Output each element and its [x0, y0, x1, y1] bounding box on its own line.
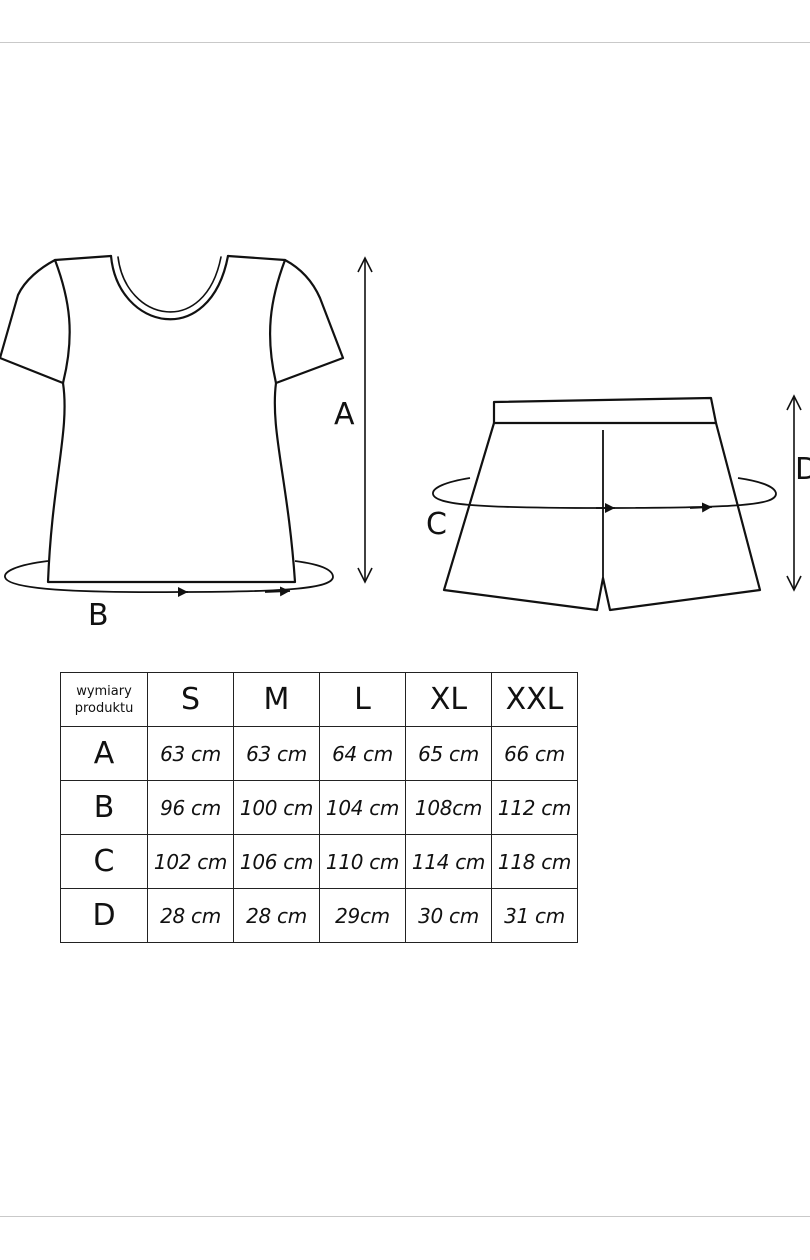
label-b: B — [88, 598, 109, 633]
tshirt-outline — [0, 254, 345, 584]
size-xl: XL — [405, 672, 492, 727]
cell-d-xl: 30 cm — [405, 888, 492, 943]
row-label-a: A — [60, 726, 148, 781]
cell-c-s: 102 cm — [147, 834, 234, 889]
row-label-c: C — [60, 834, 148, 889]
cell-a-l: 64 cm — [319, 726, 406, 781]
cell-b-xl: 108cm — [405, 780, 492, 835]
cell-a-xl: 65 cm — [405, 726, 492, 781]
shorts-waist-ellipse — [432, 477, 777, 513]
cell-b-xxl: 112 cm — [491, 780, 578, 835]
cell-d-xxl: 31 cm — [491, 888, 578, 943]
size-header-row: wymiary produktu S M L XL XXL — [60, 672, 578, 727]
garment-diagram: A B C D — [0, 254, 810, 633]
cell-a-m: 63 cm — [233, 726, 320, 781]
label-d: D — [795, 452, 810, 487]
top-divider — [0, 42, 810, 43]
corner-label: wymiary produktu — [60, 672, 148, 727]
cell-c-xxl: 118 cm — [491, 834, 578, 889]
size-m: M — [233, 672, 320, 727]
cell-d-s: 28 cm — [147, 888, 234, 943]
cell-c-l: 110 cm — [319, 834, 406, 889]
tshirt-length-arrow — [357, 256, 373, 584]
cell-a-s: 63 cm — [147, 726, 234, 781]
row-label-d: D — [60, 888, 148, 943]
label-c: C — [426, 507, 447, 542]
size-xxl: XXL — [491, 672, 578, 727]
tshirt-width-ellipse — [4, 560, 334, 597]
size-table: wymiary produktu S M L XL XXL A 63 cm 63… — [60, 672, 578, 943]
cell-b-s: 96 cm — [147, 780, 234, 835]
row-label-b: B — [60, 780, 148, 835]
cell-a-xxl: 66 cm — [491, 726, 578, 781]
size-l: L — [319, 672, 406, 727]
cell-d-m: 28 cm — [233, 888, 320, 943]
size-s: S — [147, 672, 234, 727]
table-row: A 63 cm 63 cm 64 cm 65 cm 66 cm — [60, 726, 578, 781]
cell-b-l: 104 cm — [319, 780, 406, 835]
table-row: D 28 cm 28 cm 29cm 30 cm 31 cm — [60, 888, 578, 943]
table-row: C 102 cm 106 cm 110 cm 114 cm 118 cm — [60, 834, 578, 889]
cell-c-m: 106 cm — [233, 834, 320, 889]
cell-c-xl: 114 cm — [405, 834, 492, 889]
cell-b-m: 100 cm — [233, 780, 320, 835]
label-a: A — [334, 397, 355, 432]
shorts-outline — [442, 396, 762, 612]
shorts-length-arrow — [786, 394, 802, 592]
cell-d-l: 29cm — [319, 888, 406, 943]
bottom-divider — [0, 1216, 810, 1217]
table-row: B 96 cm 100 cm 104 cm 108cm 112 cm — [60, 780, 578, 835]
